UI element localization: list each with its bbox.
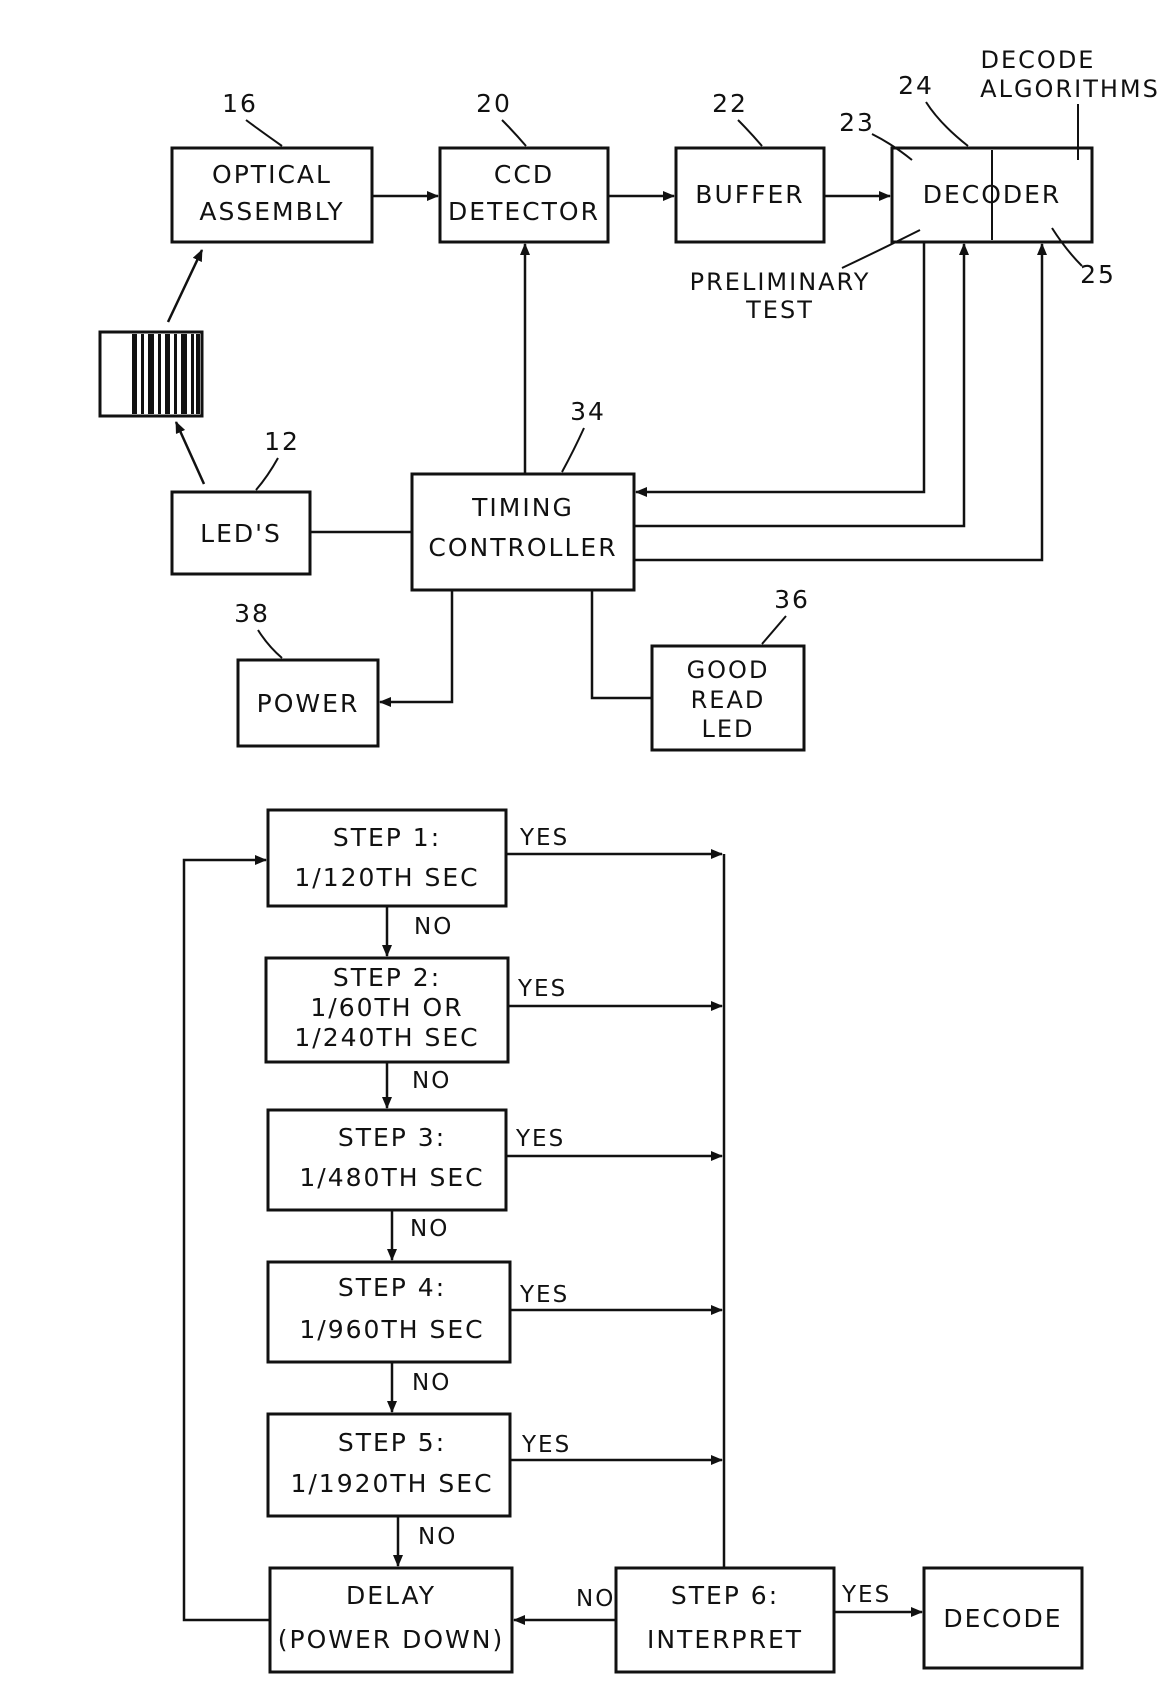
ref-34: 34 (570, 397, 606, 426)
decode-label: DECODE (943, 1604, 1062, 1633)
ccd-detector-block: CCD DETECTOR 20 (440, 89, 608, 242)
step-2-label-1: STEP 2: (333, 963, 441, 992)
ref-16-leader (246, 120, 282, 146)
delay-box: DELAY (POWER DOWN) (270, 1568, 512, 1672)
ref-23: 23 (839, 108, 875, 137)
good-read-led-label-2: READ (691, 686, 766, 714)
step-4-box: STEP 4: 1/960TH SEC (268, 1262, 510, 1362)
good-read-led-label-1: GOOD (687, 656, 770, 684)
power-block: POWER 38 (234, 599, 378, 746)
buffer-block: BUFFER 22 (676, 89, 824, 242)
step-4-label-2: 1/960TH SEC (299, 1315, 484, 1344)
step-2-label-2: 1/60TH OR (310, 993, 463, 1022)
line-controller-to-good-read (592, 590, 652, 698)
ref-24: 24 (898, 71, 934, 100)
optical-assembly-block: OPTICAL ASSEMBLY 16 (172, 89, 372, 242)
step-1-box: STEP 1: 1/120TH SEC (268, 810, 506, 906)
label-yes-step2: YES (517, 976, 567, 1002)
good-read-led-block: GOOD READ LED 36 (652, 585, 810, 750)
ccd-detector-label-1: CCD (494, 160, 554, 189)
step-5-label-1: STEP 5: (338, 1428, 446, 1457)
preliminary-test-label-1: PRELIMINARY (690, 268, 871, 296)
label-yes-step5: YES (521, 1432, 571, 1458)
ref-25: 25 (1080, 260, 1116, 289)
arrow-delay-loop (184, 860, 270, 1620)
power-label: POWER (257, 689, 360, 718)
leds-block: LED'S 12 (172, 427, 310, 574)
step-6-label-1: STEP 6: (671, 1581, 779, 1610)
ref-36: 36 (774, 585, 810, 614)
ref-12-leader (256, 458, 278, 490)
step-2-label-3: 1/240TH SEC (294, 1023, 479, 1052)
buffer-label: BUFFER (695, 180, 804, 209)
ref-22-leader (738, 120, 762, 146)
arrow-controller-to-power (380, 590, 452, 702)
step-3-label-1: STEP 3: (338, 1123, 446, 1152)
timing-controller-label-1: TIMING (471, 493, 574, 522)
ref-22: 22 (712, 89, 748, 118)
label-yes-step6: YES (841, 1582, 891, 1608)
step-2-box: STEP 2: 1/60TH OR 1/240TH SEC (266, 958, 508, 1062)
decode-algorithms-label-1: DECODE (981, 46, 1096, 74)
step-5-label-2: 1/1920TH SEC (290, 1469, 493, 1498)
ref-38: 38 (234, 599, 270, 628)
block-diagram: OPTICAL ASSEMBLY 16 CCD DETECTOR 20 BUFF… (100, 46, 1160, 750)
timing-controller-label-2: CONTROLLER (428, 533, 617, 562)
step-6-box: STEP 6: INTERPRET (616, 1568, 834, 1672)
delay-label-1: DELAY (346, 1581, 436, 1610)
optical-assembly-label-1: OPTICAL (212, 160, 332, 189)
ref-24-leader (926, 102, 968, 146)
ref-38-leader (258, 630, 282, 658)
label-no-step5: NO (418, 1524, 457, 1550)
step-5-box: STEP 5: 1/1920TH SEC (268, 1414, 510, 1516)
good-read-led-label-3: LED (701, 715, 754, 743)
step-3-box: STEP 3: 1/480TH SEC (268, 1110, 506, 1210)
timing-controller-block: TIMING CONTROLLER 34 (412, 397, 634, 590)
preliminary-test-leader (842, 230, 920, 268)
decoder-label: DECODER (923, 180, 1062, 209)
label-no-step2: NO (412, 1068, 451, 1094)
step-1-label-2: 1/120TH SEC (294, 863, 479, 892)
decode-box: DECODE (924, 1568, 1082, 1668)
step-6-label-2: INTERPRET (647, 1625, 803, 1654)
ref-20-leader (502, 120, 526, 146)
label-yes-step4: YES (519, 1282, 569, 1308)
ref-34-leader (562, 428, 584, 472)
flowchart: STEP 1: 1/120TH SEC STEP 2: 1/60TH OR 1/… (184, 810, 1082, 1672)
label-no-step6: NO (576, 1586, 615, 1612)
step-4-label-1: STEP 4: (338, 1273, 446, 1302)
decode-algorithms-label-2: ALGORITHMS (980, 75, 1160, 103)
arrow-barcode-to-optics (168, 250, 202, 322)
label-no-step4: NO (412, 1370, 451, 1396)
label-no-step1: NO (414, 914, 453, 940)
ref-20: 20 (476, 89, 512, 118)
ccd-detector-label-2: DETECTOR (448, 197, 600, 226)
leds-label: LED'S (200, 519, 282, 548)
arrow-leds-to-barcode (176, 422, 204, 484)
delay-label-2: (POWER DOWN) (278, 1625, 504, 1654)
optical-assembly-label-2: ASSEMBLY (199, 197, 344, 226)
ref-16: 16 (222, 89, 258, 118)
step-3-label-2: 1/480TH SEC (299, 1163, 484, 1192)
step-1-label-1: STEP 1: (333, 823, 441, 852)
ref-36-leader (762, 616, 786, 644)
label-yes-step3: YES (515, 1126, 565, 1152)
label-yes-step1: YES (519, 825, 569, 851)
preliminary-test-label-2: TEST (745, 296, 814, 324)
barcode-symbol (100, 332, 202, 416)
label-no-step3: NO (410, 1216, 449, 1242)
ref-12: 12 (264, 427, 300, 456)
